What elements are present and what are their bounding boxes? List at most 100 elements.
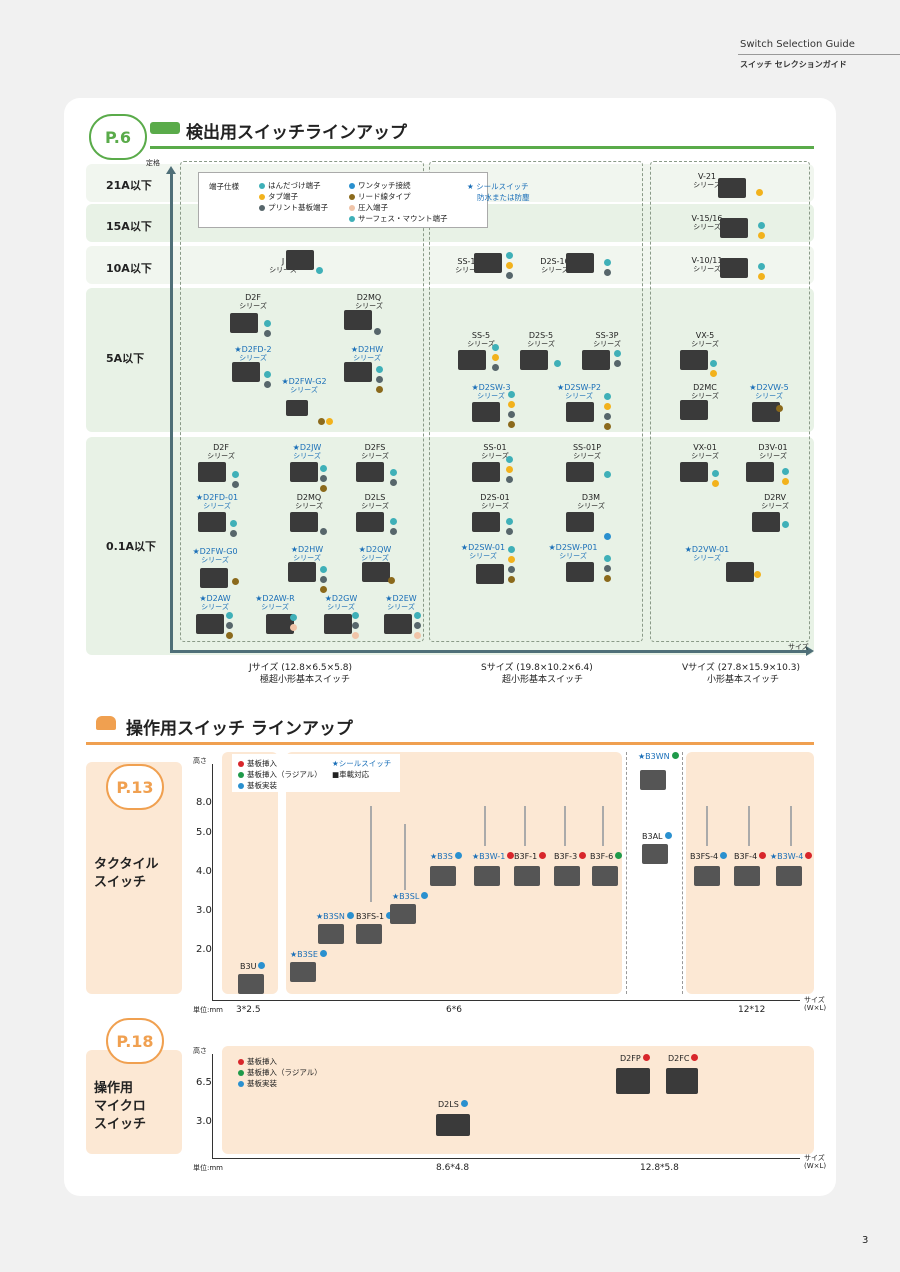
terminal-dot [508, 556, 515, 563]
switch-label[interactable]: ★B3W-1 [472, 852, 515, 861]
switch-image [752, 512, 780, 532]
page-ref-label: P.6 [105, 127, 131, 147]
category-label: タクタイルスイッチ [94, 857, 159, 890]
page-ref-badge[interactable]: P.18 [106, 1018, 164, 1064]
terminal-dot [290, 624, 297, 631]
switch-label[interactable]: B3FS-1 [356, 912, 394, 921]
switch-label[interactable]: ★B3S [430, 852, 462, 861]
y-axis-label: 定格 [146, 159, 160, 167]
switch-image [640, 770, 666, 790]
switch-image [290, 462, 318, 482]
page-ref-badge[interactable]: P.6 [89, 114, 147, 160]
switch-label[interactable]: B3F-6 [590, 852, 623, 861]
switch-image [266, 614, 294, 634]
page-ref-label: P.18 [116, 1031, 154, 1051]
terminal-dot [264, 320, 271, 327]
height-range-arrow [706, 806, 708, 846]
terminal-dot [506, 252, 513, 259]
terminal-dot [232, 481, 239, 488]
legend-item: タブ端子 [259, 191, 298, 202]
micro-area [222, 1046, 814, 1154]
switch-label[interactable]: ★B3SN [316, 912, 354, 921]
switch-label[interactable]: ★B3SE [290, 950, 327, 959]
switch-image [474, 253, 502, 273]
switch-label[interactable]: B3FS-4 [690, 852, 728, 861]
switch-label[interactable]: B3F-3 [554, 852, 587, 861]
height-range-arrow [370, 806, 372, 902]
switch-image [642, 844, 668, 864]
divider [626, 752, 627, 994]
x-axis-label: サイズ [788, 643, 809, 651]
switch-label[interactable]: ★B3WN [638, 752, 679, 761]
size-label: Vサイズ (27.8×15.9×10.3) [682, 663, 800, 673]
legend-item: プリント基板端子 [259, 202, 328, 213]
switch-image [436, 1114, 470, 1136]
switch-label[interactable]: B3F-1 [514, 852, 547, 861]
switch-label[interactable]: D2FC [668, 1054, 699, 1063]
switch-image [362, 562, 390, 582]
switch-label[interactable]: B3F-4 [734, 852, 767, 861]
terminal-dot [604, 555, 611, 562]
tick-label: 3.0 [196, 1116, 212, 1127]
tick-label: 3.0 [196, 905, 212, 916]
switch-image [680, 462, 708, 482]
switch-label[interactable]: D2FP [620, 1054, 650, 1063]
switch-label[interactable]: B3AL [642, 832, 672, 841]
switch-label[interactable]: B3U [240, 962, 266, 971]
switch-image [324, 614, 352, 634]
terminal-dot [554, 360, 561, 367]
switch-image [718, 178, 746, 198]
switch-image [476, 564, 504, 584]
switch-label[interactable]: ★B3SL [392, 892, 429, 901]
page-ref-badge[interactable]: P.13 [106, 764, 164, 810]
terminal-dot [320, 528, 327, 535]
unit-label: 単位:mm [193, 1164, 223, 1172]
height-range-arrow [404, 824, 406, 890]
switch-label[interactable]: D2LS [438, 1100, 468, 1109]
terminal-dot [604, 403, 611, 410]
switch-label[interactable]: ★B3W-4 [770, 852, 813, 861]
